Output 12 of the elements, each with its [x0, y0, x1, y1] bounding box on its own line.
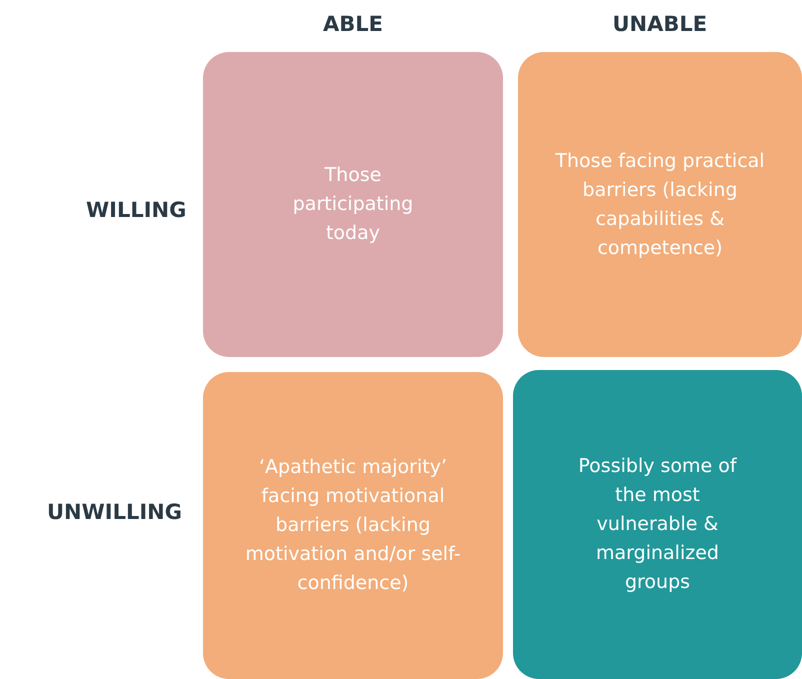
row-heading: WILLING: [86, 198, 186, 222]
quadrant-text: Those facing practical barriers (lacking capabilities & competence): [554, 148, 766, 260]
column-heading: ABLE: [323, 12, 383, 36]
column-heading: UNABLE: [612, 12, 708, 36]
quadrant-box: [203, 372, 503, 679]
quadrant-box: [513, 370, 802, 679]
quadrant-box: [203, 52, 503, 357]
quadrant-text: Those participating today: [292, 163, 414, 246]
quadrant-text: Possibly some of the most vulnerable & marginalized groups: [577, 454, 738, 595]
quadrant-text: ‘Apathetic majority’ facing motivational barriers (lacking motivation and/or self-confidence): [244, 455, 462, 596]
quadrant-box: [518, 52, 802, 357]
row-heading: UNWILLING: [47, 500, 182, 524]
